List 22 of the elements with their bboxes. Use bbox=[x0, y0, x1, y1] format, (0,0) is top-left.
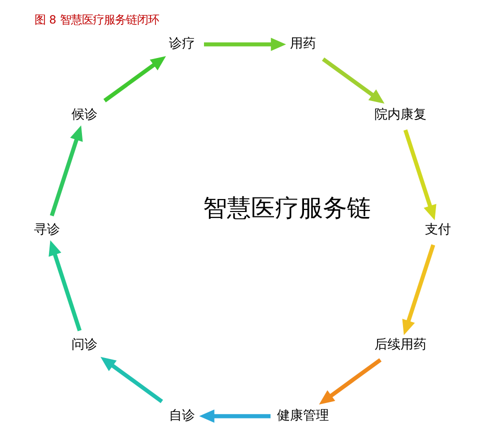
arrow bbox=[321, 57, 384, 104]
arrow bbox=[102, 56, 166, 102]
arrow bbox=[48, 240, 82, 332]
node-text: 诊疗 bbox=[168, 36, 195, 52]
node-text: 后续用药 bbox=[374, 337, 426, 352]
node-text: 支付 bbox=[424, 222, 450, 238]
arrow bbox=[318, 358, 382, 404]
node-text: 寻诊 bbox=[34, 222, 60, 238]
node-text: 用药 bbox=[289, 36, 316, 52]
arrow bbox=[100, 356, 163, 404]
arrow bbox=[198, 410, 270, 423]
node-text: 健康管理 bbox=[276, 408, 328, 424]
node-text: 候诊 bbox=[70, 107, 97, 122]
node-text: 自诊 bbox=[168, 408, 195, 424]
arrow bbox=[402, 244, 435, 336]
arrow bbox=[402, 129, 436, 220]
arrow bbox=[203, 38, 286, 52]
diagram-title: 图 8 智慧医疗服务链闭环 bbox=[34, 14, 158, 27]
arrow bbox=[49, 125, 82, 216]
node-text: 问诊 bbox=[70, 337, 97, 352]
label: 智慧医疗服务链 bbox=[202, 194, 370, 222]
node-text: 院内康复 bbox=[374, 107, 426, 122]
